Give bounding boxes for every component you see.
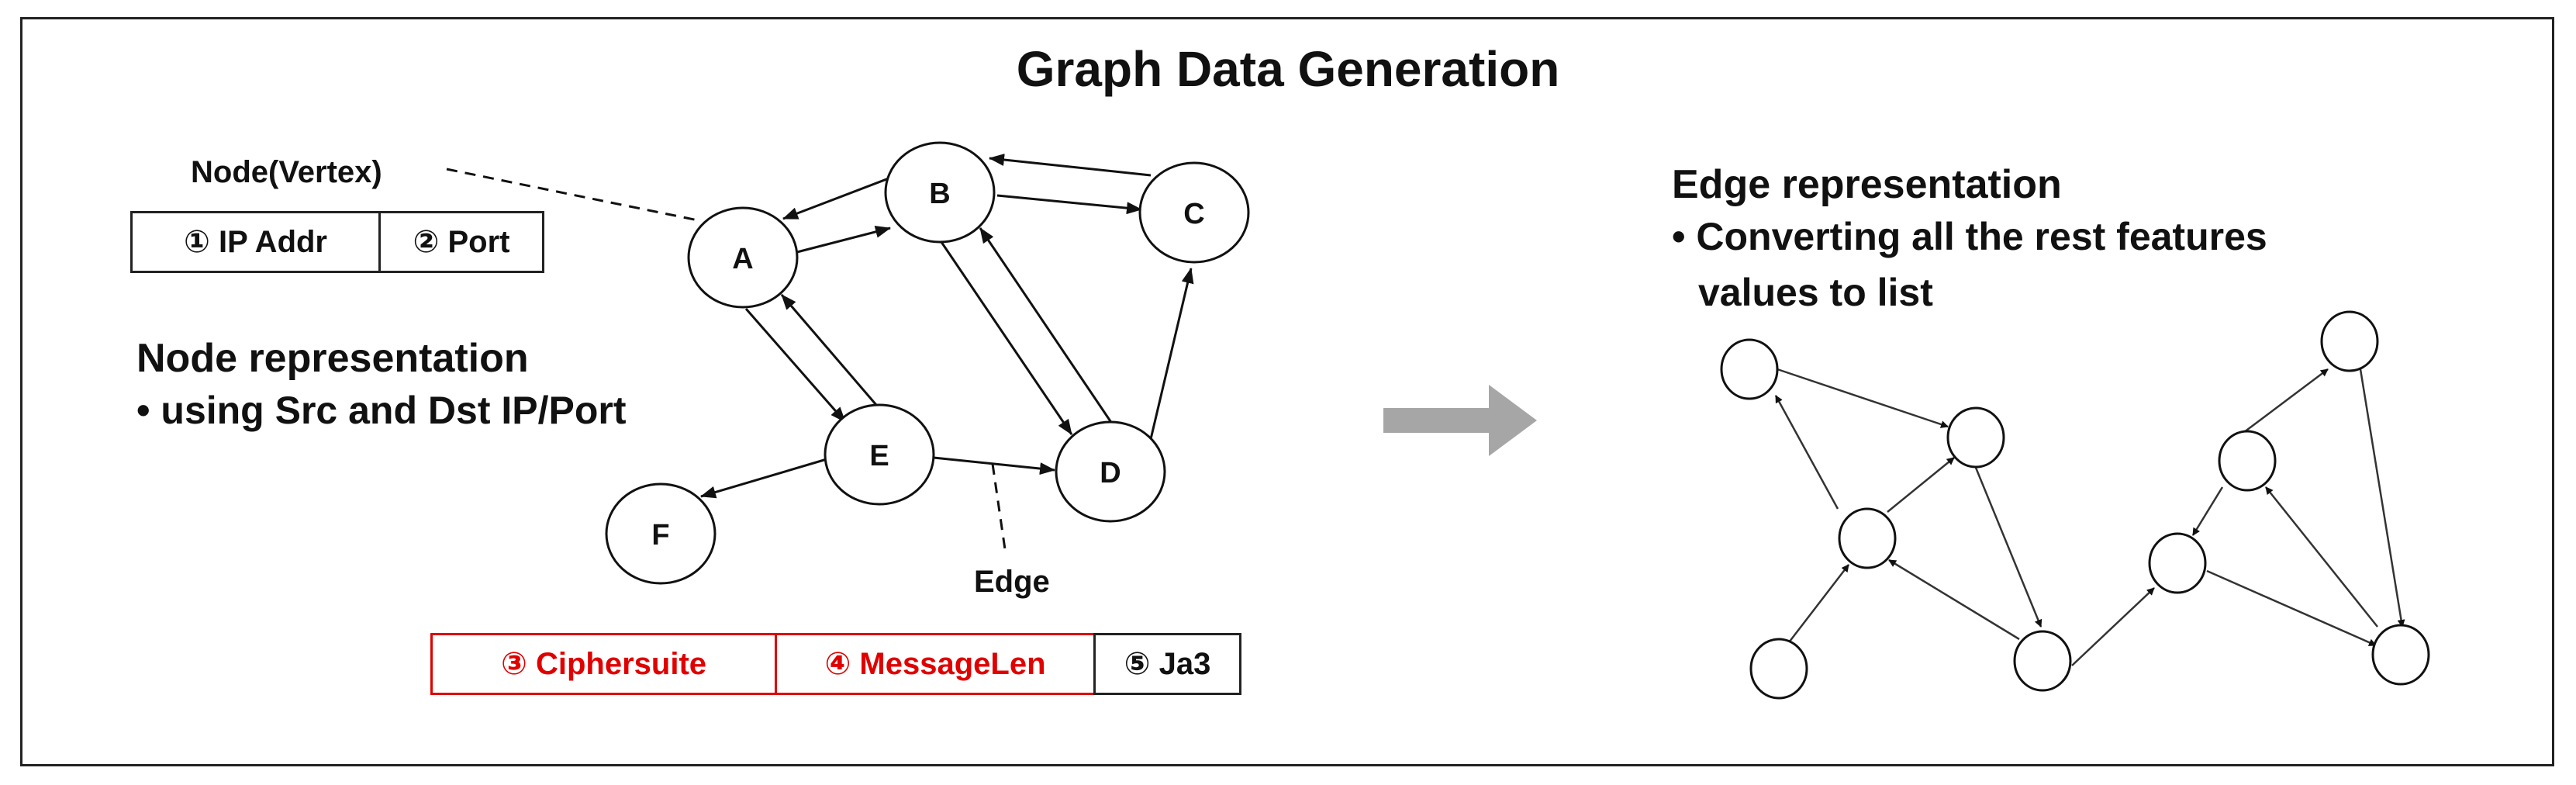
- ja3-feature: ⑤ Ja3: [1093, 633, 1241, 695]
- rg-edge-10: [2359, 368, 2405, 628]
- edge-b-to-c: [996, 194, 1142, 215]
- rg-node: [1720, 338, 1779, 400]
- graph-node-e: [824, 403, 935, 506]
- diagram-title: Graph Data Generation: [1016, 41, 1560, 97]
- graph-node-b: [884, 141, 996, 244]
- rg-edge-2: [1774, 395, 1839, 510]
- node-vertex-label: Node(Vertex): [191, 155, 382, 189]
- rg-edge-7: [2071, 587, 2155, 666]
- graph-node-d: [1055, 420, 1166, 523]
- rg-node: [2218, 430, 2277, 492]
- edge-representation-bullet-line2: values to list: [1698, 271, 1933, 314]
- messagelen-feature: ④ MessageLen: [775, 633, 1096, 695]
- edge-representation-bullet-line1: • Converting all the rest features: [1672, 215, 2267, 258]
- graph-node-a: [687, 206, 799, 309]
- edge-a-to-e: [744, 308, 847, 423]
- rg-edge-12: [2265, 486, 2378, 628]
- ciphersuite-feature: ③ Ciphersuite: [430, 633, 777, 695]
- graph-node-b-label: B: [929, 178, 950, 210]
- edge-e-to-f: [700, 458, 827, 499]
- edge-b-to-a: [782, 177, 889, 220]
- edge-leader-line: [991, 463, 1007, 550]
- edge-e-to-a: [780, 294, 878, 406]
- rg-node: [1749, 638, 1808, 700]
- rg-edge-11: [2206, 569, 2377, 647]
- edge-d-to-b: [979, 227, 1114, 424]
- graph-node-c-label: C: [1183, 198, 1204, 230]
- rg-node: [2013, 630, 2072, 692]
- rg-edge-9: [2191, 486, 2224, 536]
- edge-feature-box: ③ Ciphersuite ④ MessageLen ⑤ Ja3: [430, 633, 1241, 695]
- rg-edge-5: [1888, 558, 2020, 641]
- rg-edge-4: [1786, 564, 1849, 646]
- edge-a-to-b: [793, 226, 891, 254]
- edge-representation-heading: Edge representation: [1672, 162, 2062, 207]
- graph-node-f: [605, 482, 717, 585]
- rg-node: [1838, 507, 1897, 569]
- rg-edge-1: [1777, 368, 1949, 428]
- node-leader-line: [446, 168, 699, 222]
- port-feature: ② Port: [378, 211, 544, 273]
- graph-node-e-label: E: [869, 440, 889, 472]
- rg-node: [1946, 406, 2005, 469]
- edge-label: Edge: [974, 565, 1050, 599]
- edge-b-to-d: [940, 241, 1073, 435]
- ip-addr-feature: ① IP Addr: [130, 211, 381, 273]
- rg-node: [2320, 310, 2379, 372]
- rg-node: [2371, 624, 2430, 686]
- rg-edge-6: [1973, 463, 2042, 628]
- rg-edge-8: [2234, 368, 2329, 440]
- graph-node-f-label: F: [651, 519, 669, 552]
- node-representation-bullet: • using Src and Dst IP/Port: [136, 389, 627, 432]
- diagram-frame: [20, 17, 2554, 766]
- edge-c-to-b: [989, 154, 1152, 177]
- graph-node-a-label: A: [732, 243, 753, 275]
- node-representation-heading: Node representation: [136, 336, 529, 381]
- rg-edge-3: [1887, 457, 1955, 513]
- rg-node: [2148, 532, 2207, 594]
- node-feature-box: ① IP Addr ② Port: [130, 211, 544, 273]
- graph-node-d-label: D: [1100, 457, 1121, 489]
- edge-d-to-c: [1149, 268, 1194, 440]
- transition-arrow-icon: [1383, 385, 1537, 456]
- graph-node-c: [1138, 161, 1250, 264]
- edge-e-to-d: [933, 456, 1055, 475]
